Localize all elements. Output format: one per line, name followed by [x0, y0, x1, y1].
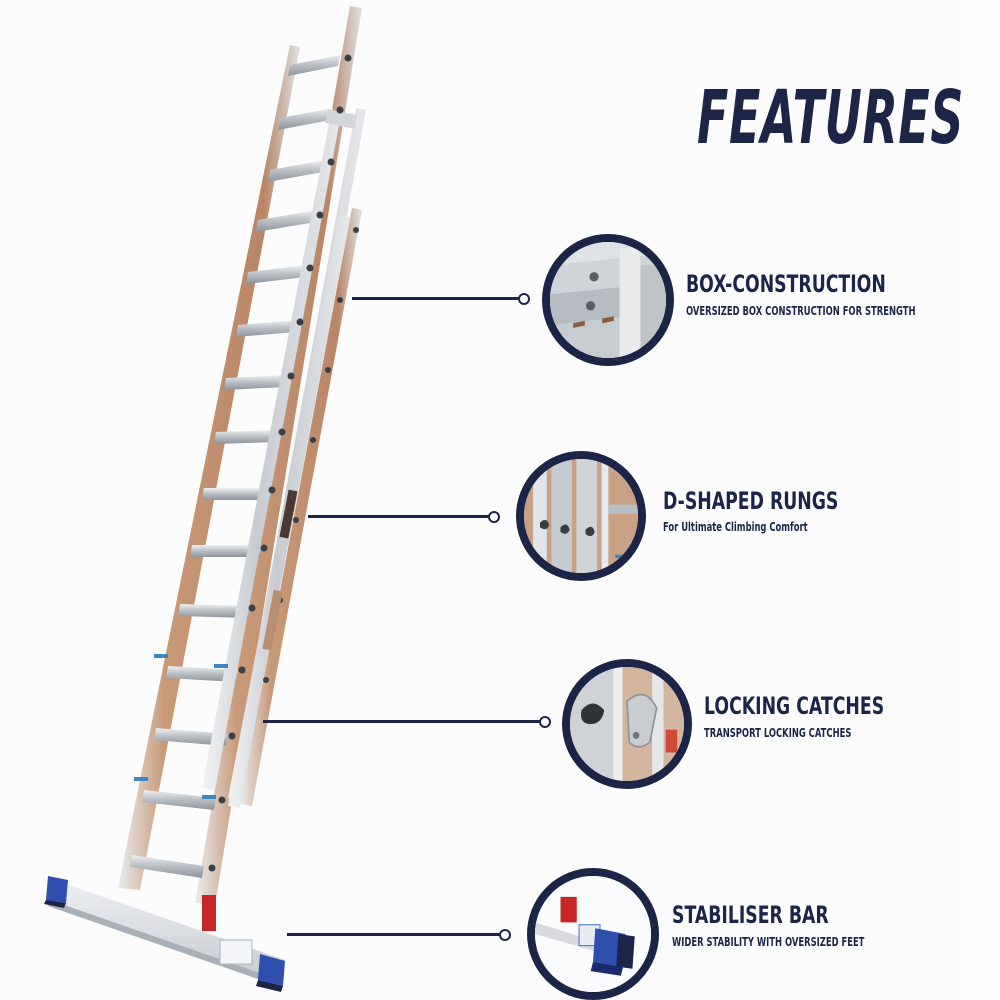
connector-line-2: [308, 515, 490, 518]
feature-subtitle-d-shaped-rungs: For Ultimate Climbing Comfort: [663, 520, 808, 534]
feature-title-stabiliser-bar: STABILISER BAR: [672, 901, 829, 929]
feature-subtitle-locking-catches: TRANSPORT LOCKING CATCHES: [704, 726, 852, 740]
connector-dot-1: [518, 293, 530, 305]
feature-title-locking-catches: LOCKING CATCHES: [704, 692, 885, 720]
connector-line-4: [287, 933, 501, 936]
feature-title-d-shaped-rungs: D-SHAPED RUNGS: [663, 487, 839, 515]
connector-dot-2: [488, 511, 500, 523]
stabiliser-foot-photo-icon: [527, 868, 659, 1000]
connector-line-1: [352, 297, 520, 300]
connector-line-3: [263, 720, 541, 723]
box-construction-photo-icon: [542, 234, 674, 366]
feature-subtitle-box-construction: OVERSIZED BOX CONSTRUCTION FOR STRENGTH: [686, 304, 916, 318]
feature-subtitle-stabiliser-bar: WIDER STABILITY WITH OVERSIZED FEET: [672, 935, 865, 949]
d-shaped-rungs-photo-icon: [516, 451, 646, 581]
locking-catch-photo-icon: [562, 659, 692, 789]
connector-dot-4: [499, 929, 511, 941]
feature-title-box-construction: BOX-CONSTRUCTION: [686, 270, 886, 298]
connector-dot-3: [539, 716, 551, 728]
background-edge: [960, 0, 1000, 1000]
page-title: FEATURES: [697, 75, 965, 161]
